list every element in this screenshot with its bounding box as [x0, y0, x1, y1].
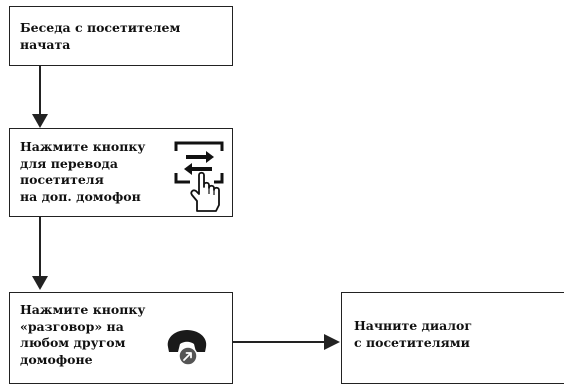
step-press-talk-button-label: Нажмите кнопку «разговор» на любом друго…	[20, 302, 146, 367]
arrowhead-down-1	[32, 114, 48, 128]
step-conversation-started: Беседа с посетителем начата	[9, 6, 233, 66]
step-conversation-started-label: Беседа с посетителем начата	[20, 20, 181, 52]
arrowhead-down-2	[32, 276, 48, 290]
handset-talk-icon	[167, 330, 207, 366]
arrowhead-right	[324, 334, 340, 350]
step-start-dialog: Начните диалог с посетителями	[341, 292, 564, 384]
step-start-dialog-label: Начните диалог с посетителями	[354, 318, 473, 350]
step-press-transfer-button-label: Нажмите кнопку для перевода посетителя н…	[20, 139, 146, 204]
transfer-button-icon	[174, 141, 224, 212]
